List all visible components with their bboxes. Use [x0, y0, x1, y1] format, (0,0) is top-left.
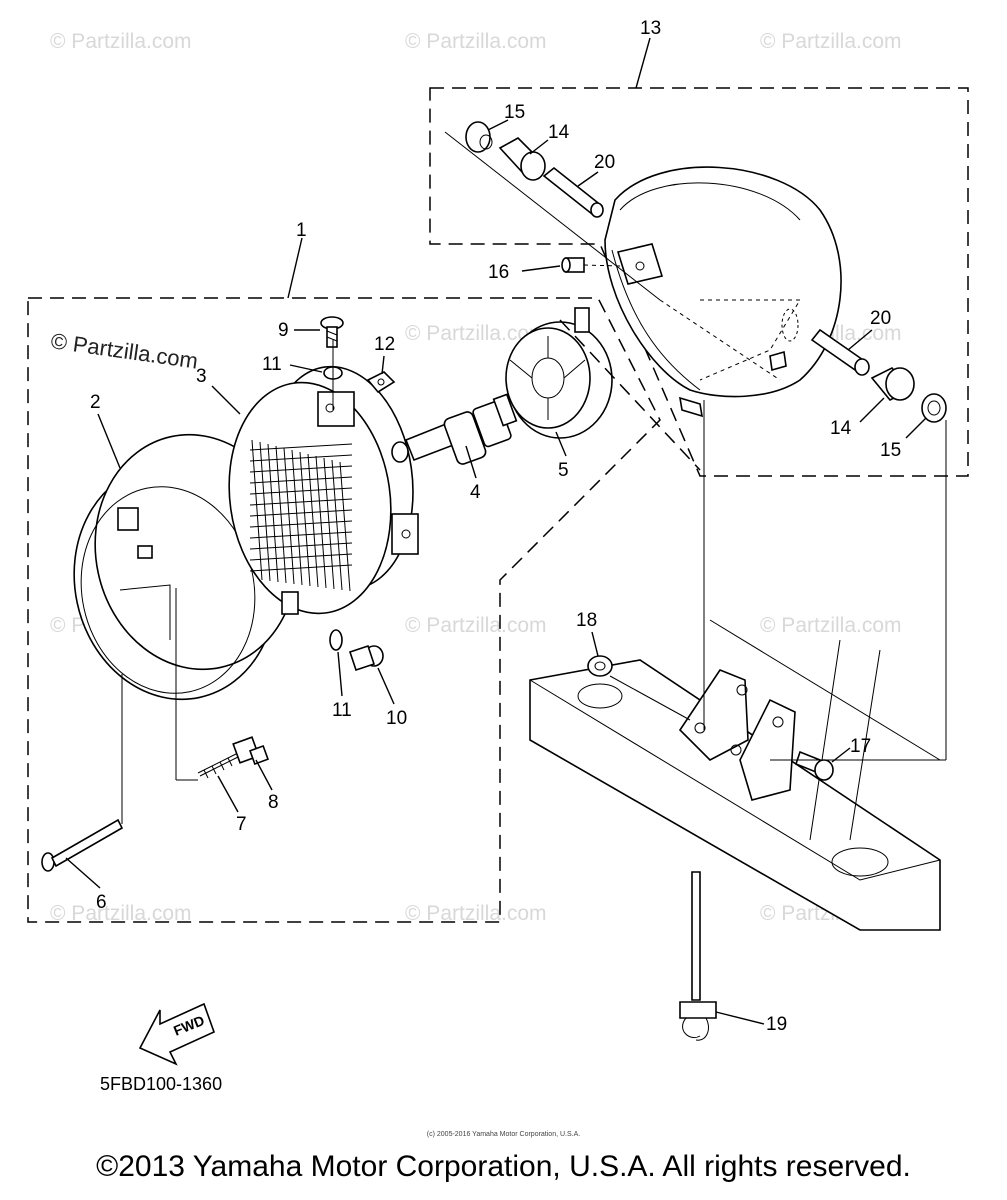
leader-1	[287, 237, 303, 299]
lens-grid-line	[267, 443, 279, 583]
callout-4: 4	[470, 482, 481, 503]
watermark: © Partzilla.com	[760, 30, 902, 53]
lens-grid-line	[249, 520, 353, 528]
callout-11-upper: 11	[262, 354, 282, 375]
callout-15-upper: 15	[504, 102, 525, 123]
callout-14-lower: 14	[830, 418, 852, 439]
callout-10: 10	[386, 708, 407, 729]
callout-19: 19	[766, 1014, 787, 1035]
fwd-arrow-icon: FWD	[138, 1002, 216, 1066]
watermark: © Partzilla.com	[405, 30, 547, 53]
lens-grid-line	[249, 476, 353, 484]
screw-6	[41, 818, 124, 872]
callout-7: 7	[236, 814, 247, 835]
copyright-notice: ©2013 Yamaha Motor Corporation, U.S.A. A…	[96, 1150, 911, 1183]
copyright-small: (c) 2005-2016 Yamaha Motor Corporation, …	[426, 1131, 581, 1138]
screw-10	[348, 644, 384, 672]
bushing-15-upper	[465, 121, 493, 153]
lens-grid-line	[249, 553, 353, 561]
adjuster-8	[232, 736, 269, 765]
lens-grid-line	[283, 447, 295, 585]
lens-grid-line	[249, 454, 353, 462]
collar-14-upper	[498, 137, 546, 181]
mounting-bracket	[529, 619, 941, 931]
lens-grid-line	[249, 509, 353, 517]
lens-grid-line	[249, 443, 353, 451]
lens-grid-line	[249, 564, 353, 572]
callouts: 1 2 3 4 5 6 7 8 9 10 11 11 12 13 14 14 1…	[65, 18, 927, 1035]
screw-9	[320, 316, 344, 348]
callout-12: 12	[374, 334, 395, 355]
group-box-13	[429, 87, 969, 477]
callout-14-upper: 14	[548, 122, 570, 143]
spring-7	[197, 752, 241, 779]
watermark: © Partzilla.com	[50, 902, 192, 925]
watermark: © Partzilla.com	[405, 322, 547, 345]
callout-5: 5	[558, 460, 569, 481]
callout-9: 9	[278, 320, 289, 341]
headlight-bulb	[391, 393, 518, 465]
group-box-1	[27, 297, 661, 923]
pin-20-upper	[542, 166, 604, 218]
watermark-prominent: © Partzilla.com	[49, 328, 199, 373]
watermark: © Partzilla.com	[760, 614, 902, 637]
lens-grid-line	[323, 457, 335, 590]
nut-12	[366, 371, 396, 394]
clip-11-lower	[329, 629, 343, 651]
lens-grid-line	[315, 455, 327, 589]
lens-grid-line	[251, 439, 263, 581]
lens-grid-line	[249, 498, 353, 506]
lens-grid-line	[291, 449, 303, 586]
callout-6: 6	[96, 892, 107, 913]
bulb-cover	[505, 307, 613, 439]
callout-16: 16	[488, 262, 509, 283]
lens-grid-line	[249, 531, 353, 539]
diagram-code: 5FBD100-1360	[100, 1074, 222, 1094]
callout-11-lower: 11	[332, 700, 352, 721]
lens-grid-line	[299, 451, 311, 587]
callout-18: 18	[576, 610, 597, 631]
bushing-15-lower	[921, 393, 947, 423]
callout-8: 8	[268, 792, 279, 813]
watermark: © Partzilla.com	[50, 30, 192, 53]
callout-1: 1	[296, 220, 307, 241]
leader-13	[635, 37, 651, 89]
callout-2: 2	[90, 392, 101, 413]
callout-15-lower: 15	[880, 440, 901, 461]
bolt-16	[561, 257, 585, 273]
lens-grid-line	[249, 542, 353, 550]
watermark: © Partzilla.com	[405, 902, 547, 925]
lens-grid-line	[331, 459, 343, 591]
lens-grid-line	[307, 453, 319, 588]
pin-20-lower	[810, 328, 870, 376]
lens-grid-line	[249, 465, 353, 473]
callout-13: 13	[640, 18, 661, 39]
lens-grid-line	[249, 487, 353, 495]
headlight-lens-unit	[228, 365, 419, 615]
watermark: © Partzilla.com	[405, 614, 547, 637]
assembly-lines	[121, 131, 947, 824]
cable-tie-19	[679, 871, 717, 1041]
callout-20-upper: 20	[594, 152, 615, 173]
collar-14-lower	[870, 366, 915, 402]
nut-18	[587, 655, 613, 677]
lens-grid-line	[339, 461, 351, 592]
callout-20-lower: 20	[870, 308, 891, 329]
lens-grid-line	[259, 441, 271, 582]
callout-17: 17	[850, 736, 871, 757]
headlight-housing	[604, 166, 842, 418]
callout-3: 3	[196, 366, 207, 387]
